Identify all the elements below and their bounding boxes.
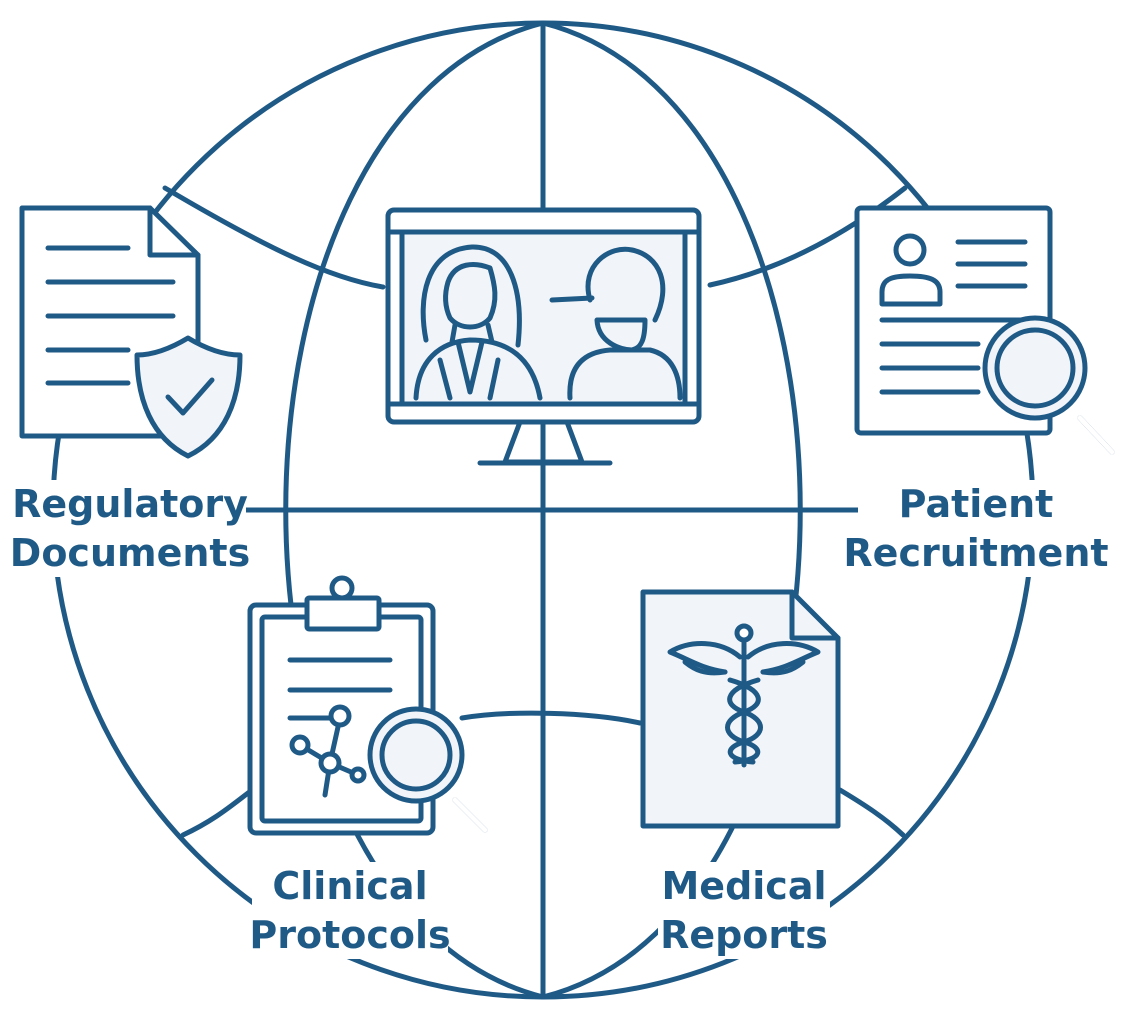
globe-latitude-lower-center <box>459 710 643 726</box>
label-medical-line1: Medical <box>661 864 826 908</box>
label-clinical-protocols: Clinical Protocols <box>249 864 450 957</box>
document-shield-check-icon <box>19 205 243 459</box>
globe-latitude-lower-left <box>180 787 255 838</box>
clipboard-molecule-magnifier-icon <box>247 575 488 836</box>
label-regulatory-line2: Documents <box>10 531 250 575</box>
label-medical-line2: Reports <box>660 913 828 957</box>
label-regulatory-line1: Regulatory <box>12 482 248 526</box>
caduceus-document-icon <box>640 589 841 829</box>
label-clinical-line2: Protocols <box>249 913 450 957</box>
video-consultation-monitor-icon <box>385 207 702 466</box>
profile-document-magnifier-icon <box>854 205 1115 455</box>
label-clinical-line1: Clinical <box>272 864 427 908</box>
globe-latitude-upper-left <box>162 185 386 290</box>
label-regulatory-documents: Regulatory Documents <box>10 482 250 575</box>
globe-latitude-upper-right <box>707 185 908 288</box>
label-patient-recruitment: Patient Recruitment <box>843 482 1108 575</box>
label-patient-line1: Patient <box>899 482 1054 526</box>
globe-latitude-lower-right <box>837 787 906 838</box>
label-patient-line2: Recruitment <box>843 531 1108 575</box>
label-medical-reports: Medical Reports <box>660 864 828 957</box>
